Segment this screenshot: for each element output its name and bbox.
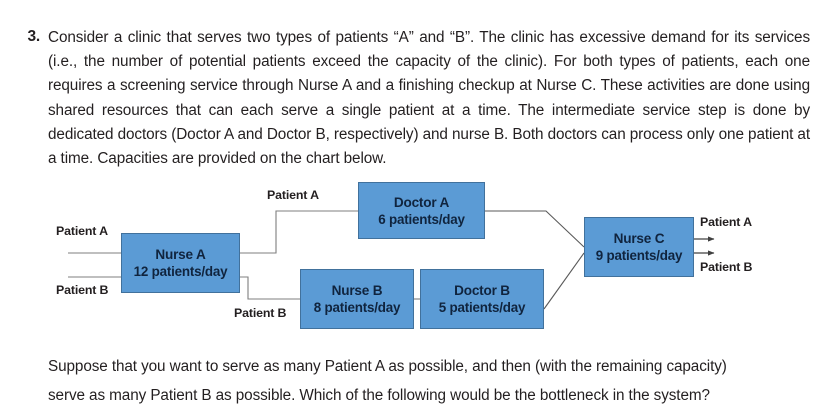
node-doctor-a-name: Doctor A <box>393 194 450 210</box>
node-nurse-a[interactable]: Nurse A 12 patients/day <box>121 233 240 293</box>
diagram-connector-lines <box>68 210 715 310</box>
edge-label-input-patient-a: Patient A <box>56 224 108 238</box>
node-nurse-b-name: Nurse B <box>331 283 383 298</box>
node-doctor-b-name: Doctor B <box>454 283 510 298</box>
edge-label-branch-patient-b: Patient B <box>234 306 287 320</box>
question-body-text: Consider a clinic that serves two types … <box>48 29 810 168</box>
node-nurse-a-name: Nurse A <box>155 247 206 262</box>
node-nurse-b-capacity: 8 patients/day <box>313 300 401 315</box>
node-nurse-c[interactable]: Nurse C 9 patients/day <box>584 217 694 277</box>
node-nurse-a-capacity: 12 patients/day <box>133 264 228 279</box>
edge-label-input-patient-b: Patient B <box>56 283 109 297</box>
node-nurse-b[interactable]: Nurse B 8 patients/day <box>300 269 414 329</box>
node-doctor-a-capacity: 6 patients/day <box>378 211 465 227</box>
question-closing-block: Suppose that you want to serve as many P… <box>48 352 812 410</box>
question-number: 3. <box>27 28 40 45</box>
closing-line-1: Suppose that you want to serve as many P… <box>48 358 727 375</box>
node-nurse-c-capacity: 9 patients/day <box>595 248 683 263</box>
edge-label-output-patient-a: Patient A <box>700 215 752 229</box>
node-doctor-a[interactable]: Doctor A 6 patients/day <box>358 182 485 239</box>
edge-label-branch-patient-a: Patient A <box>267 188 319 202</box>
closing-line-2: serve as many Patient B as possible. Whi… <box>48 387 710 404</box>
node-nurse-c-name: Nurse C <box>613 231 665 246</box>
node-doctor-b-capacity: 5 patients/day <box>438 300 526 315</box>
edge-label-output-patient-b: Patient B <box>700 260 753 274</box>
process-flow-diagram: Nurse A 12 patients/day Doctor A 6 patie… <box>0 175 818 340</box>
node-doctor-b[interactable]: Doctor B 5 patients/day <box>420 269 544 329</box>
